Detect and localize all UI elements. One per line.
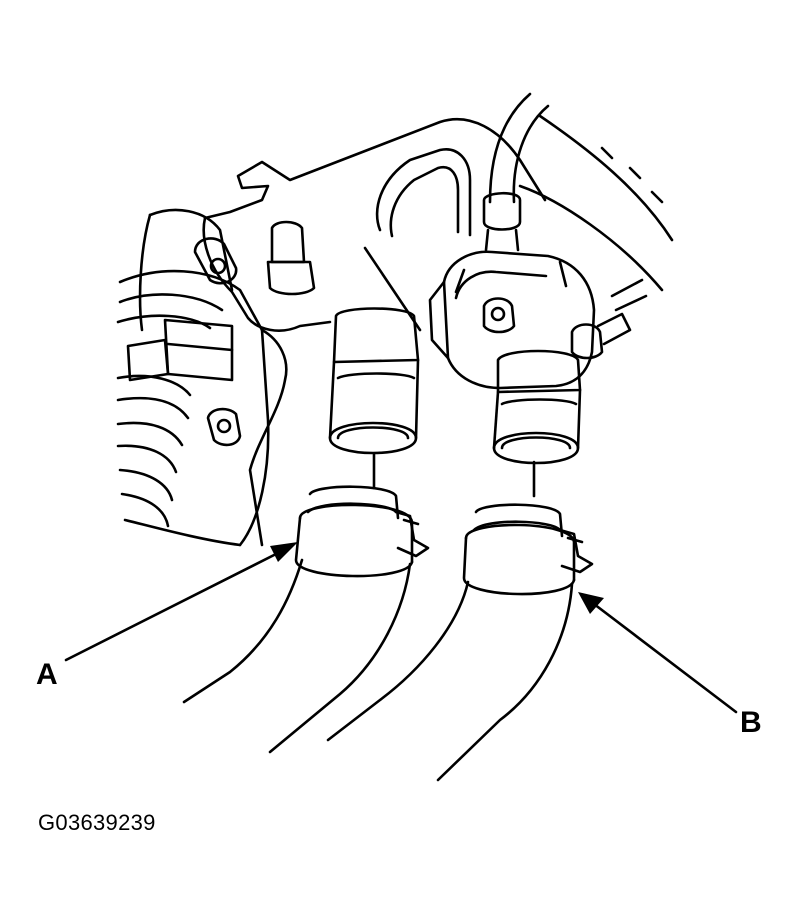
callout-label-b: B — [740, 706, 762, 739]
figure-code: G03639239 — [38, 810, 156, 835]
sensor-stud — [266, 220, 316, 296]
bolt-left-upper — [193, 237, 238, 285]
thermostat-cover — [428, 250, 596, 390]
upper-hose — [482, 92, 674, 292]
leader-a — [64, 550, 282, 662]
arrowhead-a — [270, 542, 298, 562]
callout-label-a: A — [36, 658, 58, 691]
bolt-housing-right — [570, 278, 648, 360]
engine-block — [116, 208, 270, 547]
outlet-neck-b — [492, 349, 582, 498]
hose-a — [182, 485, 430, 754]
bolt-left-lower — [206, 407, 242, 447]
bolt-housing-center — [482, 297, 516, 334]
outlet-neck-a — [328, 307, 420, 490]
hose-b — [326, 503, 594, 782]
arrowhead-b — [578, 592, 604, 614]
leader-b — [592, 602, 738, 714]
